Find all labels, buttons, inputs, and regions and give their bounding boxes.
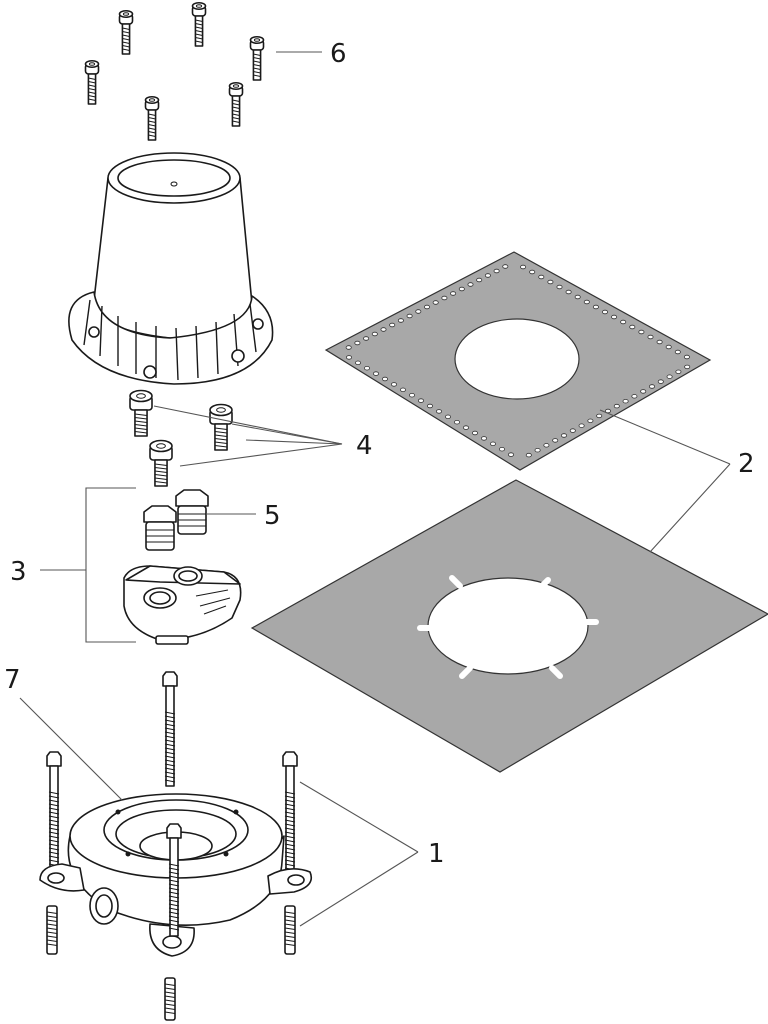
- part-6-screws: [84, 1, 265, 141]
- callout-3: 3: [10, 557, 27, 587]
- part-1-center-bolt: [166, 823, 182, 937]
- part-5-plugs: [143, 489, 209, 551]
- screw-4-3: [149, 439, 173, 487]
- callout-4: 4: [356, 431, 373, 461]
- screw-6-3: [249, 35, 265, 81]
- screw-6-1: [118, 9, 134, 55]
- bolt-1-top: [162, 671, 178, 787]
- callout-2: 2: [738, 449, 755, 479]
- pin-1-right: [284, 905, 296, 955]
- screw-4-1: [129, 389, 153, 437]
- screw-4-2: [209, 403, 233, 451]
- pin-1-bottom: [164, 977, 176, 1021]
- screw-6-2: [191, 1, 207, 47]
- callout-6: 6: [330, 39, 347, 69]
- part-2-sealing-sheets: [250, 251, 768, 773]
- part-1-bolts: [46, 671, 298, 1021]
- bolt-1-right: [282, 751, 298, 877]
- callout-7: 7: [4, 665, 21, 695]
- callout-5: 5: [264, 501, 281, 531]
- bolt-1-center: [166, 823, 182, 937]
- part-4-screws: [129, 389, 233, 487]
- callout-1: 1: [428, 839, 445, 869]
- screw-6-6: [228, 81, 244, 127]
- pin-1-left: [46, 905, 58, 955]
- part-3-valve-body: [123, 565, 242, 645]
- cover-cap: [68, 152, 274, 385]
- leader-lines: [19, 51, 731, 927]
- screw-6-4: [84, 59, 100, 105]
- screw-6-5: [144, 95, 160, 141]
- callout-labels: 1 2 3 4 5 6 7: [4, 39, 755, 869]
